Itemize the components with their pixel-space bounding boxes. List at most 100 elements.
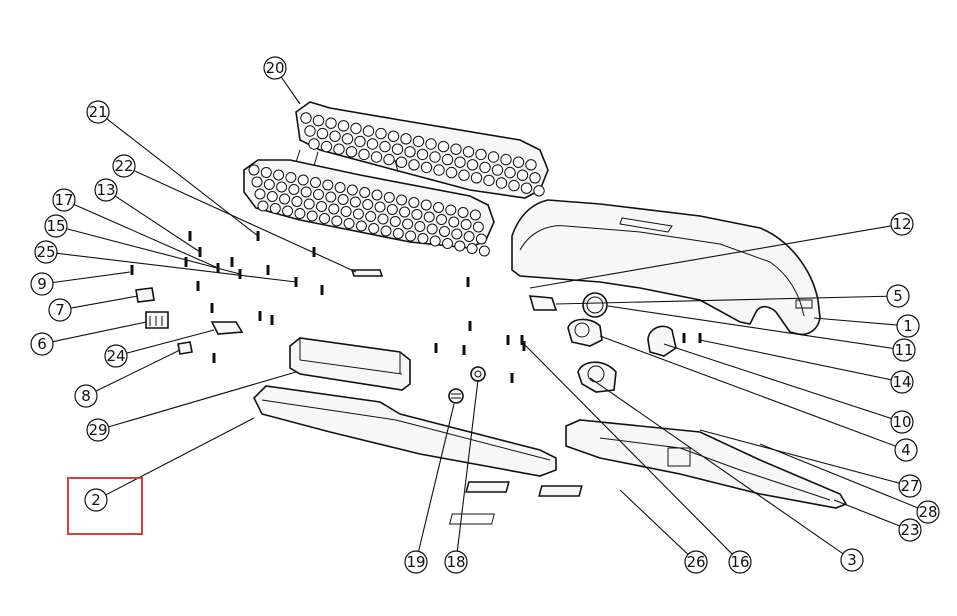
cell bbox=[300, 112, 312, 124]
leader-line-10 bbox=[663, 343, 892, 420]
part-29-mount-bracket bbox=[289, 337, 411, 391]
screw bbox=[312, 247, 316, 257]
cell bbox=[408, 159, 420, 171]
cell bbox=[362, 125, 375, 137]
leader-line-7 bbox=[70, 295, 139, 309]
cell bbox=[491, 164, 504, 176]
callout-label-28: 28 bbox=[918, 503, 937, 521]
screw bbox=[434, 343, 438, 353]
callout-label-12: 12 bbox=[892, 215, 911, 233]
part-20-cell-holder-upper bbox=[295, 101, 549, 199]
leader-line-4 bbox=[599, 335, 896, 447]
cell bbox=[448, 216, 460, 228]
cell bbox=[313, 189, 324, 200]
leader-line-25 bbox=[56, 252, 297, 283]
cell bbox=[420, 199, 432, 211]
leader-line-20 bbox=[280, 76, 301, 105]
cell bbox=[285, 172, 297, 183]
cell bbox=[437, 140, 450, 153]
screw bbox=[258, 311, 262, 321]
part-24-switch bbox=[210, 321, 244, 335]
cell bbox=[420, 161, 433, 174]
part-8-clip bbox=[177, 341, 193, 355]
cell bbox=[402, 218, 414, 230]
screw bbox=[506, 335, 510, 345]
callout-circle-21 bbox=[86, 100, 110, 124]
cell bbox=[288, 184, 300, 195]
screw bbox=[698, 333, 702, 343]
cell bbox=[316, 201, 327, 212]
leader-line-28 bbox=[759, 443, 919, 509]
cell bbox=[279, 193, 291, 205]
leader-line-9 bbox=[52, 271, 131, 284]
callout-label-27: 27 bbox=[900, 477, 919, 495]
cell bbox=[310, 177, 321, 188]
callout-label-24: 24 bbox=[106, 347, 125, 365]
cell bbox=[391, 143, 404, 155]
callout-circle-22 bbox=[112, 154, 136, 178]
cell bbox=[478, 245, 490, 257]
cell bbox=[439, 226, 450, 237]
callout-circle-14 bbox=[890, 370, 914, 394]
cell bbox=[273, 169, 285, 181]
cell bbox=[377, 213, 389, 225]
cell bbox=[371, 189, 383, 201]
screw bbox=[520, 335, 524, 345]
callout-label-3: 3 bbox=[847, 551, 857, 569]
callout-label-25: 25 bbox=[36, 243, 55, 261]
part-3-base-plate bbox=[565, 419, 848, 509]
cell bbox=[405, 230, 417, 242]
cell bbox=[304, 125, 316, 137]
screw bbox=[210, 303, 214, 313]
cell bbox=[331, 215, 343, 227]
cell bbox=[454, 240, 466, 252]
cell bbox=[495, 177, 508, 189]
callout-circle-10 bbox=[890, 410, 914, 434]
callout-circle-8 bbox=[74, 384, 98, 408]
part-5-contact bbox=[528, 295, 558, 311]
cell bbox=[337, 194, 349, 205]
cell bbox=[386, 204, 398, 215]
cell bbox=[260, 167, 272, 178]
part-14-plug bbox=[647, 325, 677, 357]
part-19-knob bbox=[448, 388, 464, 404]
screw bbox=[510, 373, 514, 383]
callout-circle-16 bbox=[728, 550, 752, 574]
screw bbox=[466, 277, 470, 287]
part-2-base-tray bbox=[253, 385, 557, 477]
part-7-clip bbox=[135, 287, 155, 303]
callout-circle-3 bbox=[840, 548, 864, 572]
callout-label-7: 7 bbox=[55, 301, 65, 319]
leader-line-16 bbox=[523, 343, 733, 555]
cell bbox=[383, 192, 395, 203]
cell bbox=[504, 166, 516, 179]
cell bbox=[500, 153, 512, 166]
cell bbox=[392, 228, 404, 239]
leader-line-12 bbox=[529, 225, 892, 289]
cell bbox=[414, 221, 426, 232]
callout-label-26: 26 bbox=[686, 553, 705, 571]
callout-circle-9 bbox=[30, 272, 54, 296]
cell bbox=[451, 228, 463, 240]
cell bbox=[352, 208, 364, 220]
cell bbox=[362, 199, 374, 210]
cell bbox=[433, 202, 444, 213]
callout-circle-18 bbox=[444, 550, 468, 574]
cell bbox=[359, 187, 371, 198]
cell bbox=[358, 148, 370, 161]
cell bbox=[512, 156, 525, 168]
screw bbox=[184, 257, 188, 267]
leader-line-24 bbox=[126, 329, 215, 354]
cell bbox=[308, 138, 320, 150]
leader-line-29 bbox=[108, 371, 297, 428]
leader-line-26 bbox=[619, 489, 689, 555]
cell bbox=[322, 179, 334, 191]
callout-label-13: 13 bbox=[96, 181, 115, 199]
cell bbox=[462, 146, 475, 158]
cell bbox=[450, 143, 462, 155]
callout-circle-24 bbox=[104, 344, 128, 368]
callout-label-8: 8 bbox=[81, 387, 91, 405]
callout-circle-6 bbox=[30, 332, 54, 356]
part-4-end-cap bbox=[577, 361, 617, 393]
